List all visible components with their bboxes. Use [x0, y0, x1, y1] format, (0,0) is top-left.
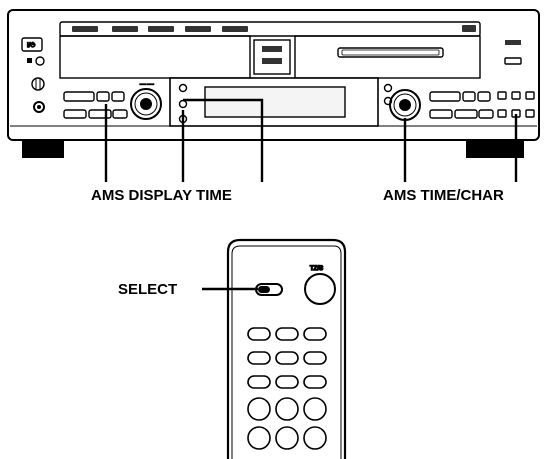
select-label: SELECT: [118, 281, 177, 298]
power-button: [21, 37, 43, 52]
oval-buttons: [247, 327, 327, 389]
remote-body: [226, 238, 347, 459]
left-foot: [22, 140, 64, 158]
md-deck: I/⏻ — —: [7, 9, 540, 158]
phones-knob: [31, 77, 45, 91]
remote-power-button: [304, 273, 336, 305]
disc-tray: [59, 35, 251, 79]
right-foot: [466, 140, 524, 158]
display-window: [204, 86, 346, 118]
deck-callout-lines: [104, 98, 518, 182]
standby-indicator: [27, 58, 32, 63]
ams-display-time-label: AMS DISPLAY TIME: [91, 187, 232, 204]
md-slot-frame: [294, 35, 481, 79]
svg-text:I/⏻: I/⏻: [27, 42, 35, 49]
ams-time-char-label: AMS TIME/CHAR: [383, 187, 504, 204]
remote-control: TZ/S: [226, 238, 347, 459]
svg-text:— —: — —: [140, 82, 154, 88]
top-strip: [59, 21, 481, 37]
left-ams-knob: [130, 88, 162, 120]
remote-corner-label: TZ/S: [310, 266, 323, 272]
round-buttons: [247, 397, 327, 450]
phones-jack: [33, 101, 45, 113]
md-slot: [337, 47, 444, 58]
top-buttons: [72, 25, 476, 32]
center-switch: [253, 39, 291, 75]
display-button-1: [178, 83, 188, 93]
